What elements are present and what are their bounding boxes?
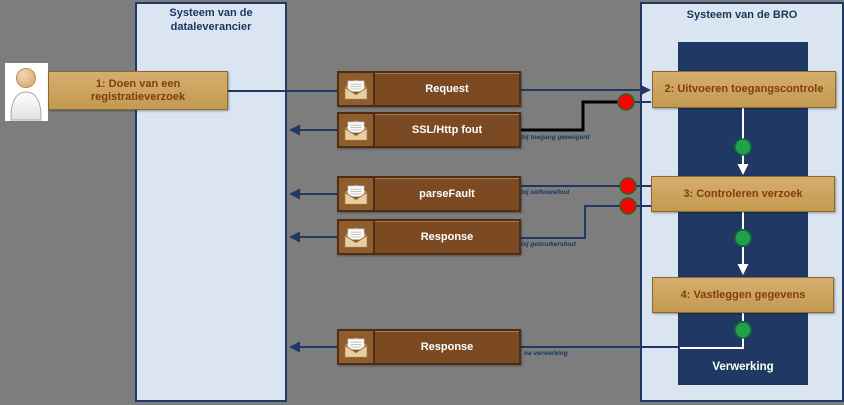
panel-title-dataleverancier: Systeem van de dataleverancier: [169, 7, 253, 33]
message-ssl-http-fout: SSL/Http fout: [337, 112, 521, 148]
annotation-toegang-geweigerd: bij toegang geweigerd: [521, 134, 590, 141]
step-box-2: 2: Uitvoeren toegangscontrole: [652, 71, 836, 108]
envelope-icon: [339, 73, 375, 105]
error-dot: [617, 93, 635, 111]
step-box-4: 4: Vastleggen gegevens: [652, 277, 834, 313]
step-box-1: 1: Doen van een registratieverzoek: [48, 71, 228, 110]
annotation-softwarefout: bij softwarefout: [521, 189, 570, 196]
actor-tile: [5, 63, 48, 121]
envelope-icon: [339, 221, 375, 253]
message-request: Request: [337, 71, 521, 107]
envelope-icon: [339, 114, 375, 146]
message-parsefault: parseFault: [337, 176, 521, 212]
error-path-line: [521, 100, 619, 132]
panel-title-bro: Systeem van de BRO: [686, 9, 798, 21]
error-dot: [619, 197, 637, 215]
person-icon: [10, 68, 42, 121]
panel-dataleverancier: [135, 2, 287, 402]
message-label: Request: [425, 83, 469, 95]
message-response-verwerking: Response: [337, 329, 521, 365]
envelope-icon: [339, 331, 375, 363]
message-label: Response: [420, 341, 474, 353]
message-label: Response: [420, 231, 474, 243]
message-label: SSL/Http fout: [411, 124, 483, 136]
annotation-na-verwerking: na verwerking: [524, 350, 568, 357]
step-box-3: 3: Controleren verzoek: [651, 176, 835, 212]
error-dot: [619, 177, 637, 195]
message-response-geldigheid: Response: [337, 219, 521, 255]
message-label: parseFault: [419, 188, 475, 200]
processing-label: Verwerking: [712, 361, 774, 373]
annotation-gebruikersfout: bij gebruikersfout: [521, 241, 576, 248]
envelope-icon: [339, 178, 375, 210]
